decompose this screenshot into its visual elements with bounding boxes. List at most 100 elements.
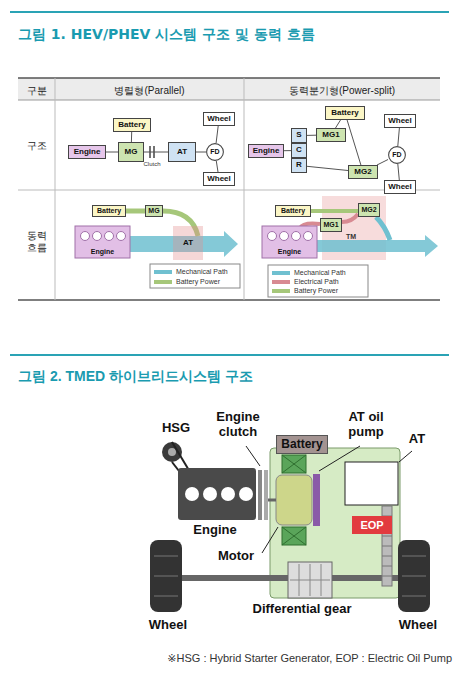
engine-block: Engine: [75, 226, 130, 258]
node-text: Engine: [278, 248, 301, 256]
circle-shape: [207, 144, 224, 161]
mg2-box: MG2: [348, 165, 378, 179]
wheel-box: Wheel: [203, 112, 235, 126]
eop-box: EOP: [352, 516, 392, 534]
connector: [131, 132, 132, 142]
engine-box: Engine: [248, 144, 284, 158]
legend-text: Battery Power: [294, 287, 338, 295]
part-label: Differential gear: [252, 602, 352, 617]
legend-swatch: [154, 270, 172, 274]
battery-box: Battery: [325, 106, 365, 120]
node-text: AT: [177, 148, 187, 157]
connector: [144, 152, 168, 153]
node-text: FD: [392, 151, 401, 159]
part-label: TM: [341, 233, 361, 241]
connector: [106, 152, 118, 153]
part-label: Engine clutch: [206, 410, 270, 440]
connector: [377, 160, 388, 166]
battery-box: Battery: [113, 118, 151, 132]
sun-gear-box: S: [291, 128, 307, 143]
node-text: Battery: [118, 121, 146, 130]
node-text: MG1: [323, 221, 338, 229]
part-label: Wheel: [140, 618, 196, 633]
node-text: Battery: [281, 438, 322, 451]
ring-gear-box: R: [291, 158, 307, 173]
connector: [336, 120, 341, 128]
legend-swatch: [272, 271, 290, 275]
mg-box: MG: [145, 205, 163, 217]
part-label: Engine: [185, 523, 245, 538]
table-header: 동력분기형(Power-split): [244, 85, 440, 97]
node-text: Wheel: [388, 183, 412, 192]
node-text: FD: [210, 148, 219, 156]
at-box: AT: [168, 142, 196, 162]
fd-circle: FD: [388, 146, 406, 164]
connector: [216, 126, 218, 143]
battery-box: Battery: [275, 205, 311, 217]
node-text: Battery: [331, 109, 359, 118]
connector: [307, 166, 348, 170]
figure-title: 그림 1. HEV/PHEV 시스템 구조 및 동력 흐름: [18, 26, 438, 42]
node-text: MG2: [354, 168, 371, 177]
carrier-box: C: [291, 143, 307, 158]
engine-block: Engine: [262, 226, 317, 258]
at-zone: AT: [173, 226, 203, 260]
battery-box: Battery: [92, 205, 126, 217]
legend-swatch: [272, 280, 290, 284]
mg-box: MG: [118, 142, 144, 162]
engine-box: Engine: [68, 145, 106, 159]
figure-title: 그림 2. TMED 하이브리드시스템 구조: [18, 368, 438, 384]
connector: [196, 152, 206, 153]
connector: [398, 164, 400, 180]
part-label: Clutch: [135, 161, 169, 168]
part-label: Wheel: [390, 618, 446, 633]
node-text: EOP: [360, 519, 383, 531]
mg1-box: MG1: [320, 218, 342, 232]
tmed-illustration: [150, 442, 430, 612]
wheel-box: Wheel: [203, 172, 235, 186]
circle-shape: [389, 147, 406, 164]
row-header: 구조: [18, 140, 55, 152]
node-text: Wheel: [207, 115, 231, 124]
mg2-box: MG2: [358, 203, 380, 217]
node-text: R: [296, 161, 302, 170]
rule: [10, 11, 449, 13]
wheel-box: Wheel: [384, 114, 416, 128]
legend-swatch: [272, 289, 290, 293]
parallel-flow: [75, 211, 240, 288]
mg1-box: MG1: [316, 128, 346, 142]
connector: [398, 128, 400, 146]
table-header: 병렬형(Parallel): [55, 85, 244, 97]
node-text: Engine: [91, 248, 114, 256]
fd-circle: FD: [206, 143, 224, 161]
legend-text: Mechanical Path: [294, 269, 346, 277]
part-label: AT oil pump: [336, 410, 396, 440]
node-text: Battery: [97, 207, 121, 215]
legend-text: Electrical Path: [294, 278, 339, 286]
part-label: HSG: [156, 421, 196, 436]
part-label: Motor: [210, 549, 262, 564]
node-text: Wheel: [207, 175, 231, 184]
node-text: S: [296, 131, 301, 140]
node-text: Engine: [253, 147, 280, 156]
node-text: Engine: [74, 148, 101, 157]
connector: [216, 161, 218, 172]
node-text: AT: [183, 239, 193, 248]
legend-swatch: [154, 280, 172, 284]
connector: [307, 135, 316, 136]
node-text: Battery: [281, 207, 305, 215]
rule: [10, 354, 449, 356]
part-label: AT: [402, 432, 432, 447]
connector: [284, 150, 291, 151]
wheel-box: Wheel: [384, 180, 416, 194]
legend-text: Battery Power: [176, 278, 220, 286]
row-header: 동력 흐름: [25, 230, 49, 253]
node-text: MG: [125, 148, 138, 157]
table-header: 구분: [18, 85, 55, 97]
node-text: MG1: [322, 131, 339, 140]
footnote: ※HSG : Hybrid Starter Generator, EOP : E…: [40, 652, 452, 665]
node-text: MG: [148, 207, 159, 215]
